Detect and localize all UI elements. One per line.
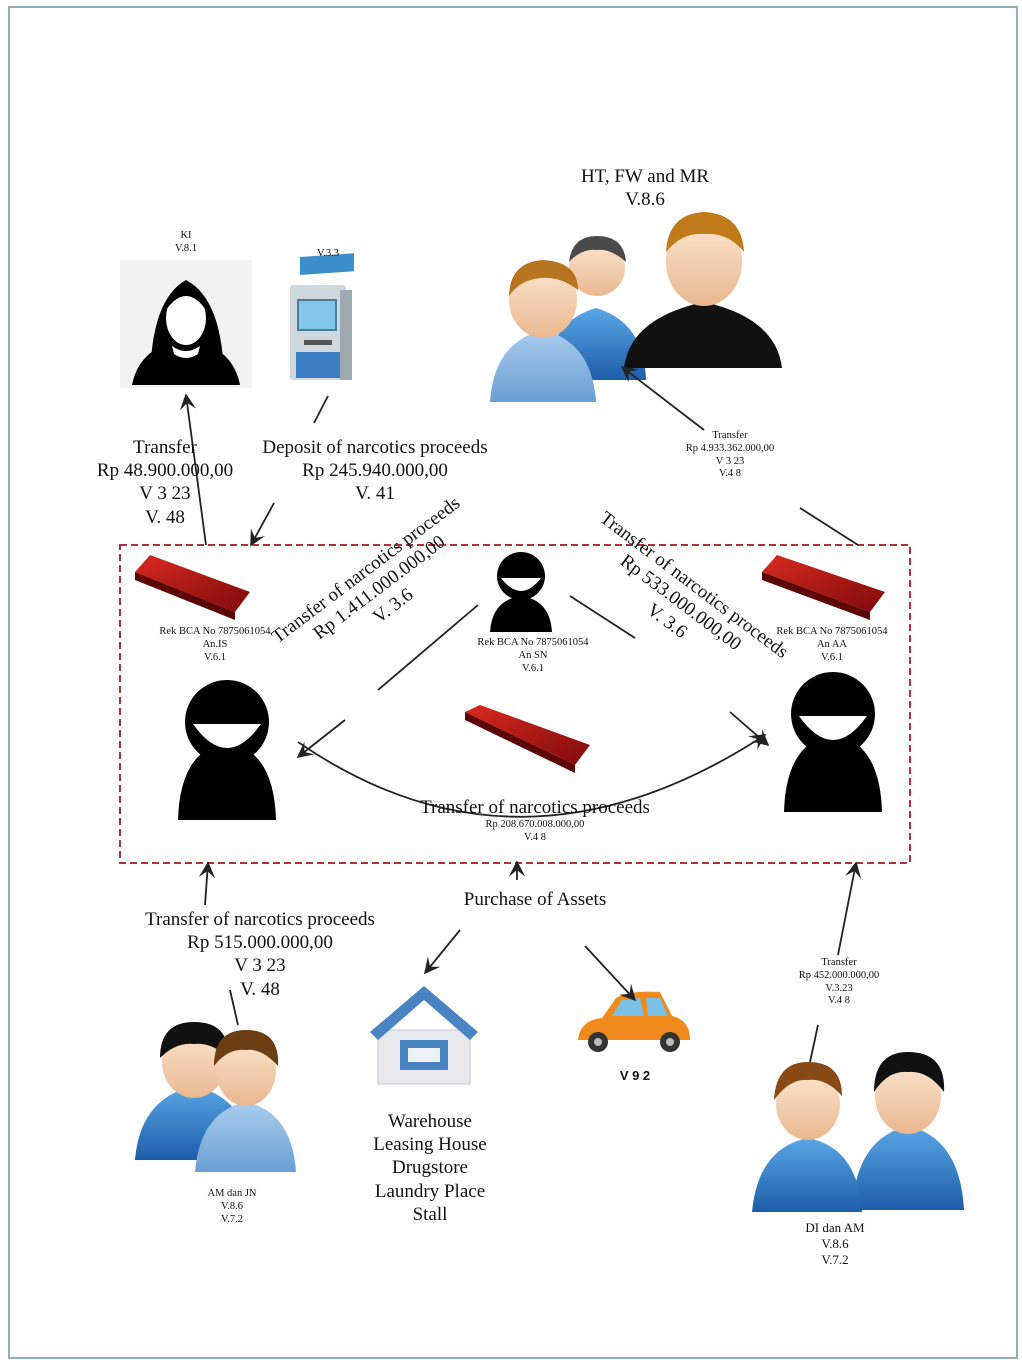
deposit-title: Deposit of narcotics proceeds (262, 437, 488, 458)
connector-am-text (229, 989, 239, 1026)
transfer-ki-amount: Rp 48.900.000,00 (96, 460, 234, 482)
ki-ref: V.8.1 (175, 242, 197, 254)
transfer-ht-ref1: V 3 23 (715, 455, 745, 467)
atm-label: V.3.3 (302, 248, 354, 261)
account-sn-line1: Rek BCA No 7875061054 (477, 637, 589, 648)
transfer-ki-ref2: V. 48 (145, 506, 185, 528)
account-is-line2: An.IS (202, 638, 228, 650)
account-sn-line3: V.6.1 (522, 662, 544, 674)
asset-stall: Stall (412, 1203, 448, 1225)
transfer-ki-label: Transfer Rp 48.900.000,00 V 3 23 V. 48 (80, 436, 250, 529)
di-am-name: DI dan AM (805, 1220, 865, 1235)
bank-book-icon (135, 555, 250, 620)
transfer-di-label: Transfer Rp 452.000.000,00 V.3.23 V.4 8 (780, 957, 898, 1008)
am-jn-ref2: V.7.2 (221, 1213, 243, 1225)
account-aa-line2: An AA (816, 638, 848, 650)
transfer-am-ref2: V. 48 (240, 978, 280, 1000)
connector-ht-box (799, 507, 859, 546)
transfer-di-ref2: V.4 8 (828, 995, 850, 1007)
arrow-transfer-ki (179, 393, 207, 546)
am-jn-ref1: V.8.6 (221, 1200, 243, 1212)
flow-bottom-amount: Rp 208.670.008.000,00 (485, 819, 585, 831)
people-group-icon (490, 212, 782, 402)
ht-group-name: HT, FW and MR (580, 166, 710, 187)
ki-name: KI (180, 230, 192, 241)
people-group-icon (752, 1052, 964, 1212)
house-icon (370, 986, 478, 1085)
transfer-ki-ref1: V 3 23 (139, 483, 191, 505)
account-sn-label: Rek BCA No 7875061054 An SN V.6.1 (448, 637, 618, 675)
di-am-ref2: V.7.2 (821, 1251, 849, 1267)
arrow-left-flow (296, 719, 346, 759)
ki-label: KI V.8.1 (160, 230, 212, 256)
account-aa-label: Rek BCA No 7875061054 An AA V.6.1 (748, 626, 916, 664)
deposit-label: Deposit of narcotics proceeds Rp 245.940… (240, 436, 510, 506)
deposit-ref: V. 41 (355, 483, 395, 505)
am-jn-label: AM dan JN V.8.6 V.7.2 (190, 1188, 274, 1226)
flow-bottom-label: Transfer of narcotics proceeds Rp 208.67… (390, 796, 680, 845)
transfer-am-label: Transfer of narcotics proceeds Rp 515.00… (120, 908, 400, 1001)
bank-book-icon (465, 705, 590, 773)
connector-sn-right (569, 595, 636, 639)
people-group-icon (135, 1022, 296, 1172)
transfer-ht-label: Transfer Rp 4.933.362.000,00 V 3 23 V.4 … (660, 430, 800, 481)
connector-sn-left (377, 604, 479, 691)
asset-warehouse: Warehouse (388, 1111, 472, 1132)
di-am-label: DI dan AM V.8.6 V.7.2 (780, 1220, 890, 1268)
transfer-ht-ref2: V.4 8 (719, 468, 741, 480)
account-aa-line1: Rek BCA No 7875061054 (776, 626, 888, 637)
transfer-ht-title: Transfer (712, 430, 748, 441)
account-is-line3: V.6.1 (204, 651, 226, 663)
assets-list: Warehouse Leasing House Drugstore Laundr… (352, 1110, 508, 1226)
arrow-bottom-curve (297, 734, 767, 818)
diagram-frame (8, 6, 1018, 1359)
connector-atm-deposit (313, 395, 329, 424)
masked-person-icon (178, 680, 276, 820)
ht-group-label: HT, FW and MR V.8.6 (540, 165, 750, 211)
asset-leasing-house: Leasing House (373, 1134, 487, 1156)
transfer-am-title: Transfer of narcotics proceeds (145, 909, 375, 930)
transfer-ht-amount: Rp 4.933.362.000,00 (685, 442, 775, 454)
arrow-transfer-di (837, 861, 862, 956)
account-sn-line2: An SN (518, 649, 548, 661)
account-is-label: Rek BCA No 7875061054 An.IS V.6.1 (140, 626, 290, 664)
transfer-di-amount: Rp 452.000.000,00 (798, 969, 880, 981)
flow-bottom-ref: V.4 8 (524, 831, 546, 843)
woman-silhouette-icon (120, 260, 252, 388)
di-am-ref1: V.8.6 (821, 1235, 849, 1251)
am-jn-name: AM dan JN (207, 1188, 257, 1199)
transfer-ki-title: Transfer (133, 437, 197, 458)
connector-di-text (809, 1024, 819, 1063)
arrow-transfer-am (198, 861, 216, 906)
atm-icon (290, 253, 354, 380)
atm-ref: V.3.3 (317, 248, 339, 259)
arrow-to-car (584, 945, 637, 1002)
masked-person-icon (490, 552, 552, 632)
purchase-title: Purchase of Assets (463, 889, 607, 910)
bank-book-icon (762, 555, 885, 620)
car-ref: V 9 2 (619, 1068, 651, 1083)
purchase-label: Purchase of Assets (440, 888, 630, 911)
account-is-line1: Rek BCA No 7875061054 (159, 626, 271, 637)
arrow-transfer-ht (620, 366, 705, 431)
car-icon (578, 991, 690, 1052)
asset-laundry-place: Laundry Place (374, 1180, 486, 1202)
deposit-amount: Rp 245.940.000,00 (302, 460, 448, 482)
asset-drugstore: Drugstore (392, 1157, 468, 1179)
transfer-di-ref1: V.3.23 (825, 982, 853, 994)
arrow-deposit (250, 502, 275, 547)
masked-person-icon (784, 672, 882, 812)
account-aa-line3: V.6.1 (821, 651, 843, 663)
transfer-di-title: Transfer (821, 957, 857, 968)
transfer-am-ref1: V 3 23 (234, 955, 286, 977)
ht-group-ref: V.8.6 (625, 189, 665, 211)
flow-bottom-title: Transfer of narcotics proceeds (420, 797, 650, 818)
arrow-right-flow (729, 711, 770, 747)
transfer-am-amount: Rp 515.000.000,00 (187, 932, 333, 954)
arrow-to-house (423, 929, 461, 975)
car-label: V 9 2 (600, 1068, 670, 1084)
